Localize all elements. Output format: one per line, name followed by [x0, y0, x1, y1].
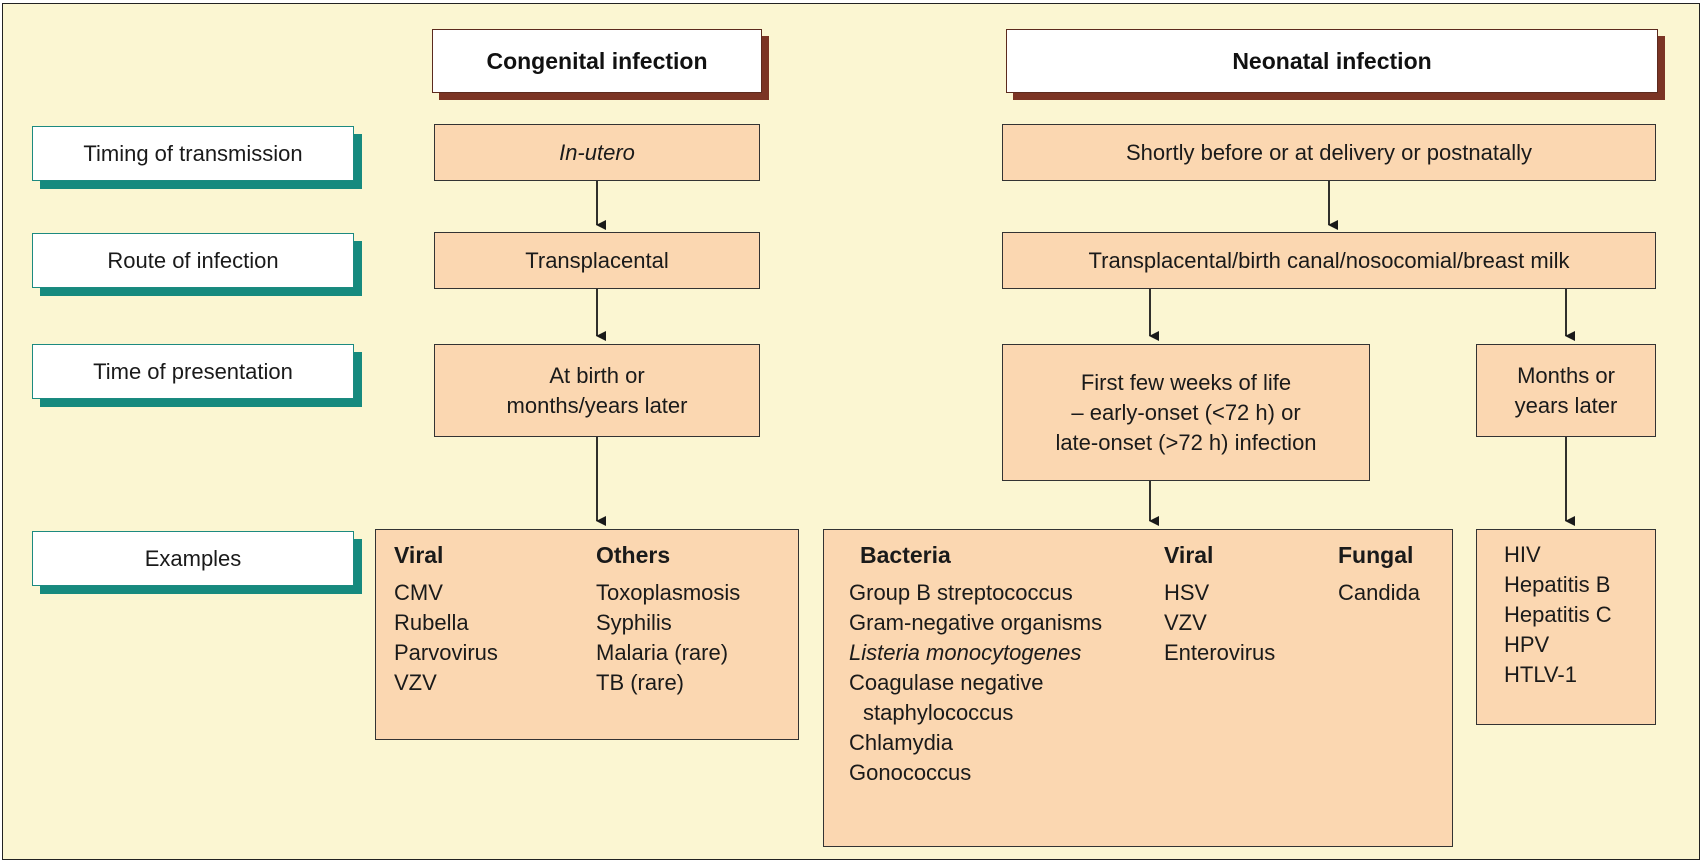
neonatal-early-line1: First few weeks of life [1080, 369, 1292, 395]
fungal-column: Fungal Candida [1338, 540, 1420, 608]
label-examples: Examples [32, 531, 354, 586]
list-item: Toxoplasmosis [596, 580, 741, 605]
neonatal-route-box: Transplacental/birth canal/nosocomial/br… [1002, 232, 1656, 289]
neonatal-late-line1: Months or [1517, 362, 1615, 388]
list-item: Gonococcus [849, 760, 972, 785]
list-item: HIV [1504, 542, 1541, 567]
list-item: HSV [1164, 580, 1210, 605]
label-route: Route of infection [32, 233, 354, 288]
bacteria-column: Bacteria [860, 540, 951, 578]
list-item: Parvovirus [394, 640, 498, 665]
neonatal-viral-column: Viral HSV VZV Enterovirus [1164, 540, 1275, 668]
list-item: VZV [1164, 610, 1207, 635]
neonatal-early-box: First few weeks of life – early-onset (<… [1002, 344, 1370, 481]
neonatal-early-line3: late-onset (>72 h) infection [1055, 429, 1317, 455]
neonatal-timing-box: Shortly before or at delivery or postnat… [1002, 124, 1656, 181]
congenital-presentation-line1: At birth or [549, 362, 645, 388]
header-neonatal: Neonatal infection [1006, 29, 1658, 93]
list-item: Coagulase negative [849, 670, 1044, 695]
list-item: Hepatitis B [1504, 572, 1611, 597]
list-item: Hepatitis C [1504, 602, 1612, 627]
late-examples-list: HIV Hepatitis B Hepatitis C HPV HTLV-1 [1504, 540, 1612, 690]
list-item: CMV [394, 580, 443, 605]
congenital-viral-column: Viral CMV Rubella Parvovirus VZV [394, 540, 498, 698]
congenital-viral-heading: Viral [394, 542, 444, 568]
label-timing: Timing of transmission [32, 126, 354, 181]
bacteria-heading: Bacteria [860, 542, 951, 568]
list-item: TB (rare) [596, 670, 684, 695]
congenital-presentation-line2: months/years later [506, 392, 688, 418]
congenital-others-heading: Others [596, 542, 671, 568]
list-item: Candida [1338, 580, 1420, 605]
header-congenital: Congenital infection [432, 29, 762, 93]
label-presentation: Time of presentation [32, 344, 354, 399]
list-item: Enterovirus [1164, 640, 1276, 665]
congenital-examples-box: Viral CMV Rubella Parvovirus VZV Others … [375, 529, 799, 740]
congenital-timing-box: In-utero [434, 124, 760, 181]
list-item: VZV [394, 670, 437, 695]
list-item: Syphilis [596, 610, 672, 635]
list-item: Gram-negative organisms [849, 610, 1103, 635]
neonatal-late-line2: years later [1514, 392, 1618, 418]
list-item: Rubella [394, 610, 469, 635]
bacteria-list: Group B streptococcus Gram-negative orga… [849, 578, 1102, 788]
fungal-heading: Fungal [1338, 542, 1414, 568]
list-item: Chlamydia [849, 730, 953, 755]
list-item: staphylococcus [863, 700, 1014, 725]
list-item: Group B streptococcus [849, 580, 1073, 605]
list-item: HPV [1504, 632, 1550, 657]
neonatal-early-line2: – early-onset (<72 h) or [1071, 399, 1301, 425]
list-item: Listeria monocytogenes [849, 640, 1082, 665]
list-item: Malaria (rare) [596, 640, 729, 665]
congenital-route-box: Transplacental [434, 232, 760, 289]
late-examples-box: HIV Hepatitis B Hepatitis C HPV HTLV-1 [1476, 529, 1656, 725]
congenital-presentation-box: At birth or months/years later [434, 344, 760, 437]
congenital-others-column: Others Toxoplasmosis Syphilis Malaria (r… [596, 540, 740, 698]
neonatal-late-box: Months or years later [1476, 344, 1656, 437]
neonatal-examples-box: Bacteria Group B streptococcus Gram-nega… [823, 529, 1453, 847]
list-item: HTLV-1 [1504, 662, 1577, 687]
neonatal-viral-heading: Viral [1164, 542, 1214, 568]
